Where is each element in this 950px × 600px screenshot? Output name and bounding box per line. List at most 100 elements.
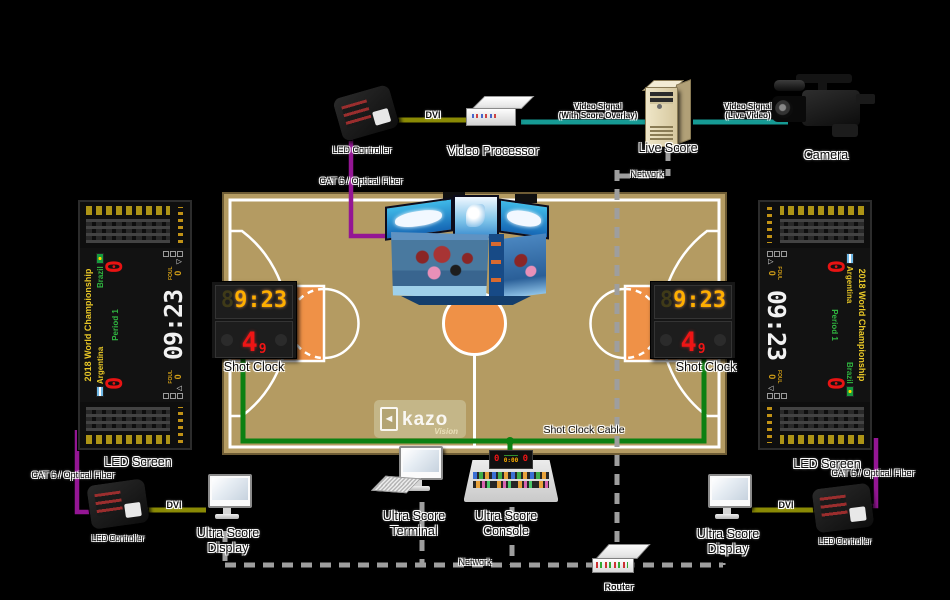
center-video-display (383, 192, 551, 306)
router-front (592, 558, 634, 573)
live-score-label: Live Score (638, 141, 698, 155)
video-signal-live-label: Video Signal (Live Video) (724, 102, 772, 121)
cat6-fiber-left-label: CAT 6 / Optical Fiber (31, 470, 115, 480)
scoreboard-left: 2018 World Championship Argentina Brazil… (78, 200, 192, 450)
ultra-score-display-left-label: Ultra Score Display (196, 526, 260, 555)
monitor-frame (708, 474, 752, 508)
router-label: Router (604, 582, 634, 592)
possession-arrow-icon: △ (176, 385, 183, 391)
ultra-score-console: 0 0:00 0 (464, 450, 558, 504)
video-cube-bottom (401, 296, 531, 305)
ultra-score-display-right (702, 474, 752, 524)
led-controller-right-label: LED Controller (818, 537, 872, 546)
led-screen-right-label: LED Screen (793, 457, 861, 471)
right-free-throw-circle (589, 287, 626, 360)
left-free-throw-circle-dashed (288, 287, 325, 360)
brazil-flag-icon (846, 386, 854, 397)
monitor-screen (403, 450, 439, 472)
dvi-left-label: DVI (166, 500, 182, 510)
camera-lens (772, 96, 806, 122)
shot-clock-game-time: 89:23 (654, 285, 732, 319)
server-side (676, 79, 691, 145)
video-cube-corner-column (489, 234, 504, 298)
video-cube-side-screen (504, 233, 546, 299)
camera-viewfinder (856, 94, 875, 104)
video-signal-overlay-label: Video Signal (With Score Overlay) (558, 102, 638, 121)
argentina-flag-icon (846, 253, 854, 264)
video-processor-label: Video Processor (447, 144, 539, 158)
camera-body (802, 90, 860, 126)
video-cube-front-screen (391, 232, 489, 298)
away-score: 0 (822, 376, 847, 390)
led-screen-left: 2018 World Championship Argentina Brazil… (78, 200, 192, 450)
server-front (645, 87, 678, 147)
timeout-indicators (767, 251, 787, 257)
timeout-indicators (767, 393, 787, 399)
monitor-frame (399, 446, 443, 480)
player-stats-panel (760, 402, 870, 448)
ultra-score-display-left (202, 474, 252, 524)
monitor-screen (712, 478, 748, 500)
led-controller-top-label: LED Controller (332, 145, 392, 155)
camera-icon (772, 70, 878, 148)
shot-clock-cable-label: Shot Clock Cable (543, 424, 625, 436)
camera-handle (796, 74, 852, 83)
ultra-score-display-right-label: Ultra Score Display (696, 527, 760, 556)
timeout-indicators (163, 393, 183, 399)
ultra-score-terminal-label: Ultra Score Terminal (382, 509, 446, 538)
console-buttons-row (473, 481, 549, 488)
possession-arrow-icon: ▽ (767, 385, 774, 391)
cat6-fiber-top-label: CAT 6 / Optical Fiber (319, 176, 403, 186)
video-processor (466, 96, 535, 130)
ultra-score-terminal (370, 446, 443, 496)
console-buttons-row (473, 472, 549, 479)
camera-grip (832, 124, 858, 137)
video-cube-bracket (515, 194, 537, 203)
player-stats-panel (760, 202, 870, 248)
network-top-label: Network (630, 169, 664, 179)
dvi-top-label: DVI (425, 110, 441, 120)
ultra-score-console-label: Ultra Score Console (474, 509, 538, 538)
shot-clock-game-time: 89:23 (215, 285, 293, 319)
network-bottom-label: Network (458, 557, 492, 567)
scoreboard-title: 2018 World Championship (857, 268, 867, 382)
player-stats-panel (80, 202, 190, 248)
router (592, 544, 651, 578)
logo-arrow-icon: ◄ (380, 407, 398, 431)
cat6-fiber-right-label: CAT 6 / Optical Fiber (831, 468, 915, 478)
kazo-vision-logo: ◄ kazo Vision (374, 400, 466, 438)
dvi-right-label: DVI (778, 500, 794, 510)
player-stats-panel (80, 402, 190, 448)
console-screen: 0 0:00 0 (489, 450, 533, 469)
scoreboard-right: 2018 World Championship Argentina Brazil… (758, 200, 872, 450)
led-controller-top (330, 82, 402, 144)
led-controller-left (85, 477, 151, 531)
camera-microphone (774, 80, 805, 91)
live-score-server (641, 79, 693, 150)
monitor-screen (212, 478, 248, 500)
timeout-indicators (163, 251, 183, 257)
video-cube-top-center-screen (453, 195, 499, 238)
router-top (595, 544, 651, 559)
led-screen-left-label: LED Screen (104, 455, 172, 469)
away-score: 0 (103, 260, 128, 274)
led-controller-left-label: LED Controller (91, 534, 145, 543)
possession-arrow-icon: ▽ (176, 259, 183, 265)
led-screen-right: 2018 World Championship Argentina Brazil… (758, 200, 872, 450)
camera-post (818, 81, 827, 91)
video-processor-front (466, 108, 516, 126)
shot-clock-left-label: Shot Clock (223, 360, 285, 374)
camera-label: Camera (803, 148, 849, 162)
right-free-throw-circle-dashed (624, 287, 661, 360)
monitor-frame (208, 474, 252, 508)
possession-arrow-icon: △ (767, 259, 774, 265)
server-power-button (657, 104, 662, 109)
